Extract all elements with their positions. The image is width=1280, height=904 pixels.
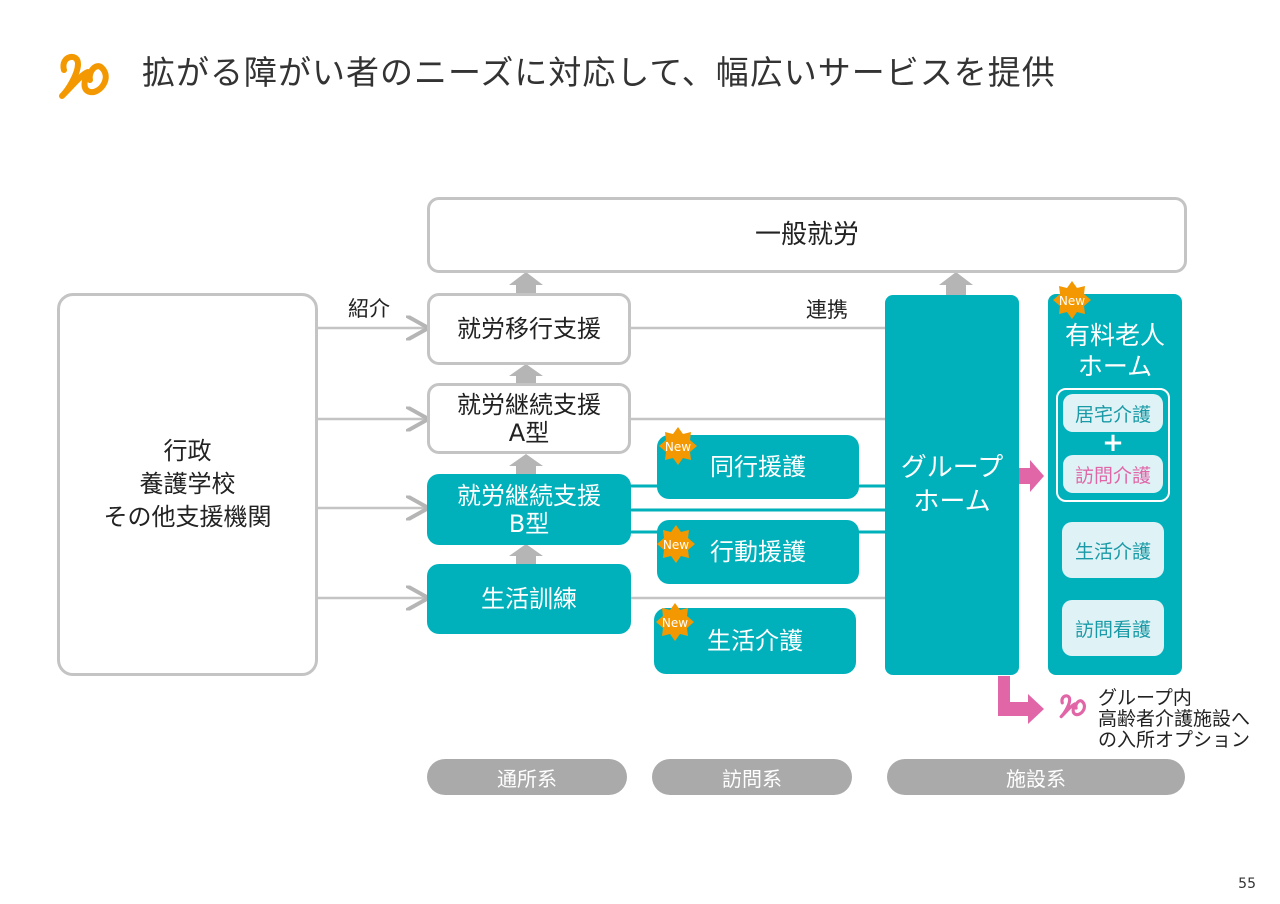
service-kyotaku-kaigo: 居宅介護 bbox=[1063, 394, 1163, 432]
category-tsusho: 通所系 bbox=[427, 759, 627, 795]
b-type-line2: B型 bbox=[508, 509, 550, 538]
service-ikou-shien: 就労移行支援 bbox=[427, 293, 631, 365]
referral-sources-box: 行政 養護学校 その他支援機関 bbox=[57, 293, 318, 676]
yuryo-title: 有料老人 ホーム bbox=[1048, 320, 1182, 382]
group-home-line2: ホーム bbox=[913, 487, 991, 517]
source-gyosei: 行政 bbox=[163, 437, 212, 465]
source-other-agencies: その他支援機関 bbox=[103, 503, 272, 531]
service-houmon-kango: 訪問看護 bbox=[1062, 600, 1164, 656]
note-line2: 高齢者介護施設へ bbox=[1098, 708, 1251, 730]
new-badge-text: New bbox=[663, 538, 689, 552]
new-badge-text: New bbox=[662, 616, 688, 630]
service-seikatsu-kunren: 生活訓練 bbox=[427, 564, 631, 634]
yuryo-title-line2: ホーム bbox=[1077, 352, 1153, 381]
page-number: 55 bbox=[1238, 876, 1256, 892]
new-badge-seikatsu-kaigo: New bbox=[656, 603, 694, 641]
new-badge-text: New bbox=[665, 440, 691, 454]
company-logo-icon bbox=[59, 53, 109, 99]
new-badge-kodo: New bbox=[657, 525, 695, 563]
facility-option-note: グループ内 高齢者介護施設へ の入所オプション bbox=[1098, 688, 1250, 751]
a-type-line2: A型 bbox=[508, 418, 550, 447]
group-home-box: グループ ホーム bbox=[885, 295, 1019, 675]
category-homon: 訪問系 bbox=[652, 759, 852, 795]
page-title: 拡がる障がい者のニーズに対応して、幅広いサービスを提供 bbox=[142, 53, 1056, 92]
plus-icon: + bbox=[1102, 428, 1124, 458]
service-seikatsu-kaigo-yuryo: 生活介護 bbox=[1062, 522, 1164, 578]
new-badge-yuryo: New bbox=[1053, 281, 1091, 319]
general-employment-box: 一般就労 bbox=[427, 197, 1187, 273]
label-renkei: 連携 bbox=[806, 298, 848, 322]
new-badge-text: New bbox=[1059, 294, 1085, 308]
note-line3: の入所オプション bbox=[1098, 729, 1251, 751]
service-b-type: 就労継続支援 B型 bbox=[427, 474, 631, 545]
service-kodo-engo: 行動援護 bbox=[657, 520, 859, 584]
source-yogo-gakko: 養護学校 bbox=[139, 470, 236, 498]
service-houmon-kaigo: 訪問介護 bbox=[1063, 455, 1163, 493]
note-line1: グループ内 bbox=[1098, 687, 1192, 709]
category-shisetsu: 施設系 bbox=[887, 759, 1185, 795]
a-type-line1: 就労継続支援 bbox=[457, 390, 601, 419]
yuryo-title-line1: 有料老人 bbox=[1064, 321, 1165, 350]
b-type-line1: 就労継続支援 bbox=[457, 481, 601, 510]
label-shokai: 紹介 bbox=[348, 297, 390, 321]
small-logo-icon bbox=[1059, 694, 1087, 719]
group-home-line1: グループ bbox=[900, 453, 1004, 483]
new-badge-doko: New bbox=[659, 427, 697, 465]
service-a-type: 就労継続支援 A型 bbox=[427, 383, 631, 454]
home-care-group-frame bbox=[1056, 388, 1170, 502]
